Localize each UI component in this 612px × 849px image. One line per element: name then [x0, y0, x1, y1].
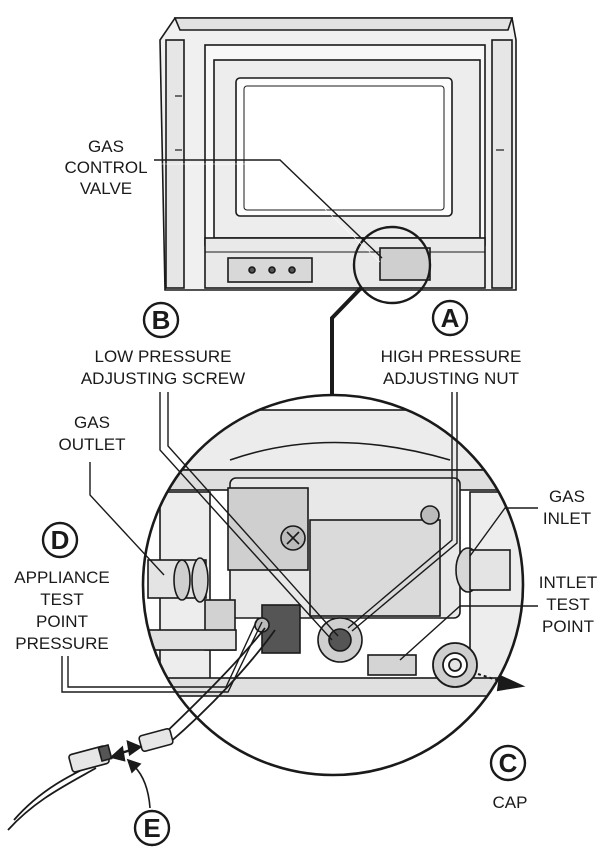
- label-appliance-4: PRESSURE: [15, 634, 109, 653]
- label-low-pressure-1: LOW PRESSURE: [95, 347, 232, 366]
- leader-lines: [61, 159, 538, 693]
- callout-a: A: [431, 299, 469, 337]
- label-high-pressure-1: HIGH PRESSURE: [381, 347, 522, 366]
- callout-b: B: [142, 301, 180, 339]
- hose-connector-right: [138, 728, 174, 752]
- label-gas-control-valve-1: GAS: [88, 137, 124, 156]
- zoom-circle-small: [352, 225, 432, 305]
- svg-text:E: E: [143, 813, 160, 843]
- label-gas-outlet-2: OUTLET: [58, 435, 125, 454]
- detail-view: [141, 393, 525, 777]
- label-cap: CAP: [493, 793, 528, 812]
- label-low-pressure-2: ADJUSTING SCREW: [81, 369, 245, 388]
- svg-text:B: B: [152, 305, 171, 335]
- label-gas-control-valve-2: CONTROL: [64, 158, 147, 177]
- label-appliance-1: APPLIANCE: [14, 568, 109, 587]
- connect-arrow: [109, 740, 143, 762]
- callout-d: D: [41, 521, 79, 559]
- cap-arrow: [477, 673, 526, 692]
- zoom-connector: [330, 285, 364, 402]
- label-gas-inlet-1: GAS: [549, 487, 585, 506]
- test-hose: [7, 627, 276, 831]
- svg-text:A: A: [441, 303, 460, 333]
- label-inlet-test-2: TEST: [546, 595, 589, 614]
- label-appliance-3: POINT: [36, 612, 88, 631]
- label-gas-control-valve-3: VALVE: [80, 179, 132, 198]
- label-inlet-test-1: INTLET: [539, 573, 598, 592]
- fireplace-unit: [159, 17, 517, 291]
- callout-e: E: [133, 809, 171, 847]
- label-gas-outlet-1: GAS: [74, 413, 110, 432]
- svg-text:D: D: [51, 525, 70, 555]
- label-high-pressure-2: ADJUSTING NUT: [383, 369, 519, 388]
- callout-c: C: [489, 744, 527, 782]
- svg-text:C: C: [499, 748, 518, 778]
- cap-fitting: [432, 642, 478, 688]
- e-pointer-arrow: [126, 758, 151, 809]
- label-gas-inlet-2: INLET: [543, 509, 591, 528]
- hose-connector-left: [68, 743, 113, 773]
- label-inlet-test-3: POINT: [542, 617, 594, 636]
- label-appliance-2: TEST: [40, 590, 83, 609]
